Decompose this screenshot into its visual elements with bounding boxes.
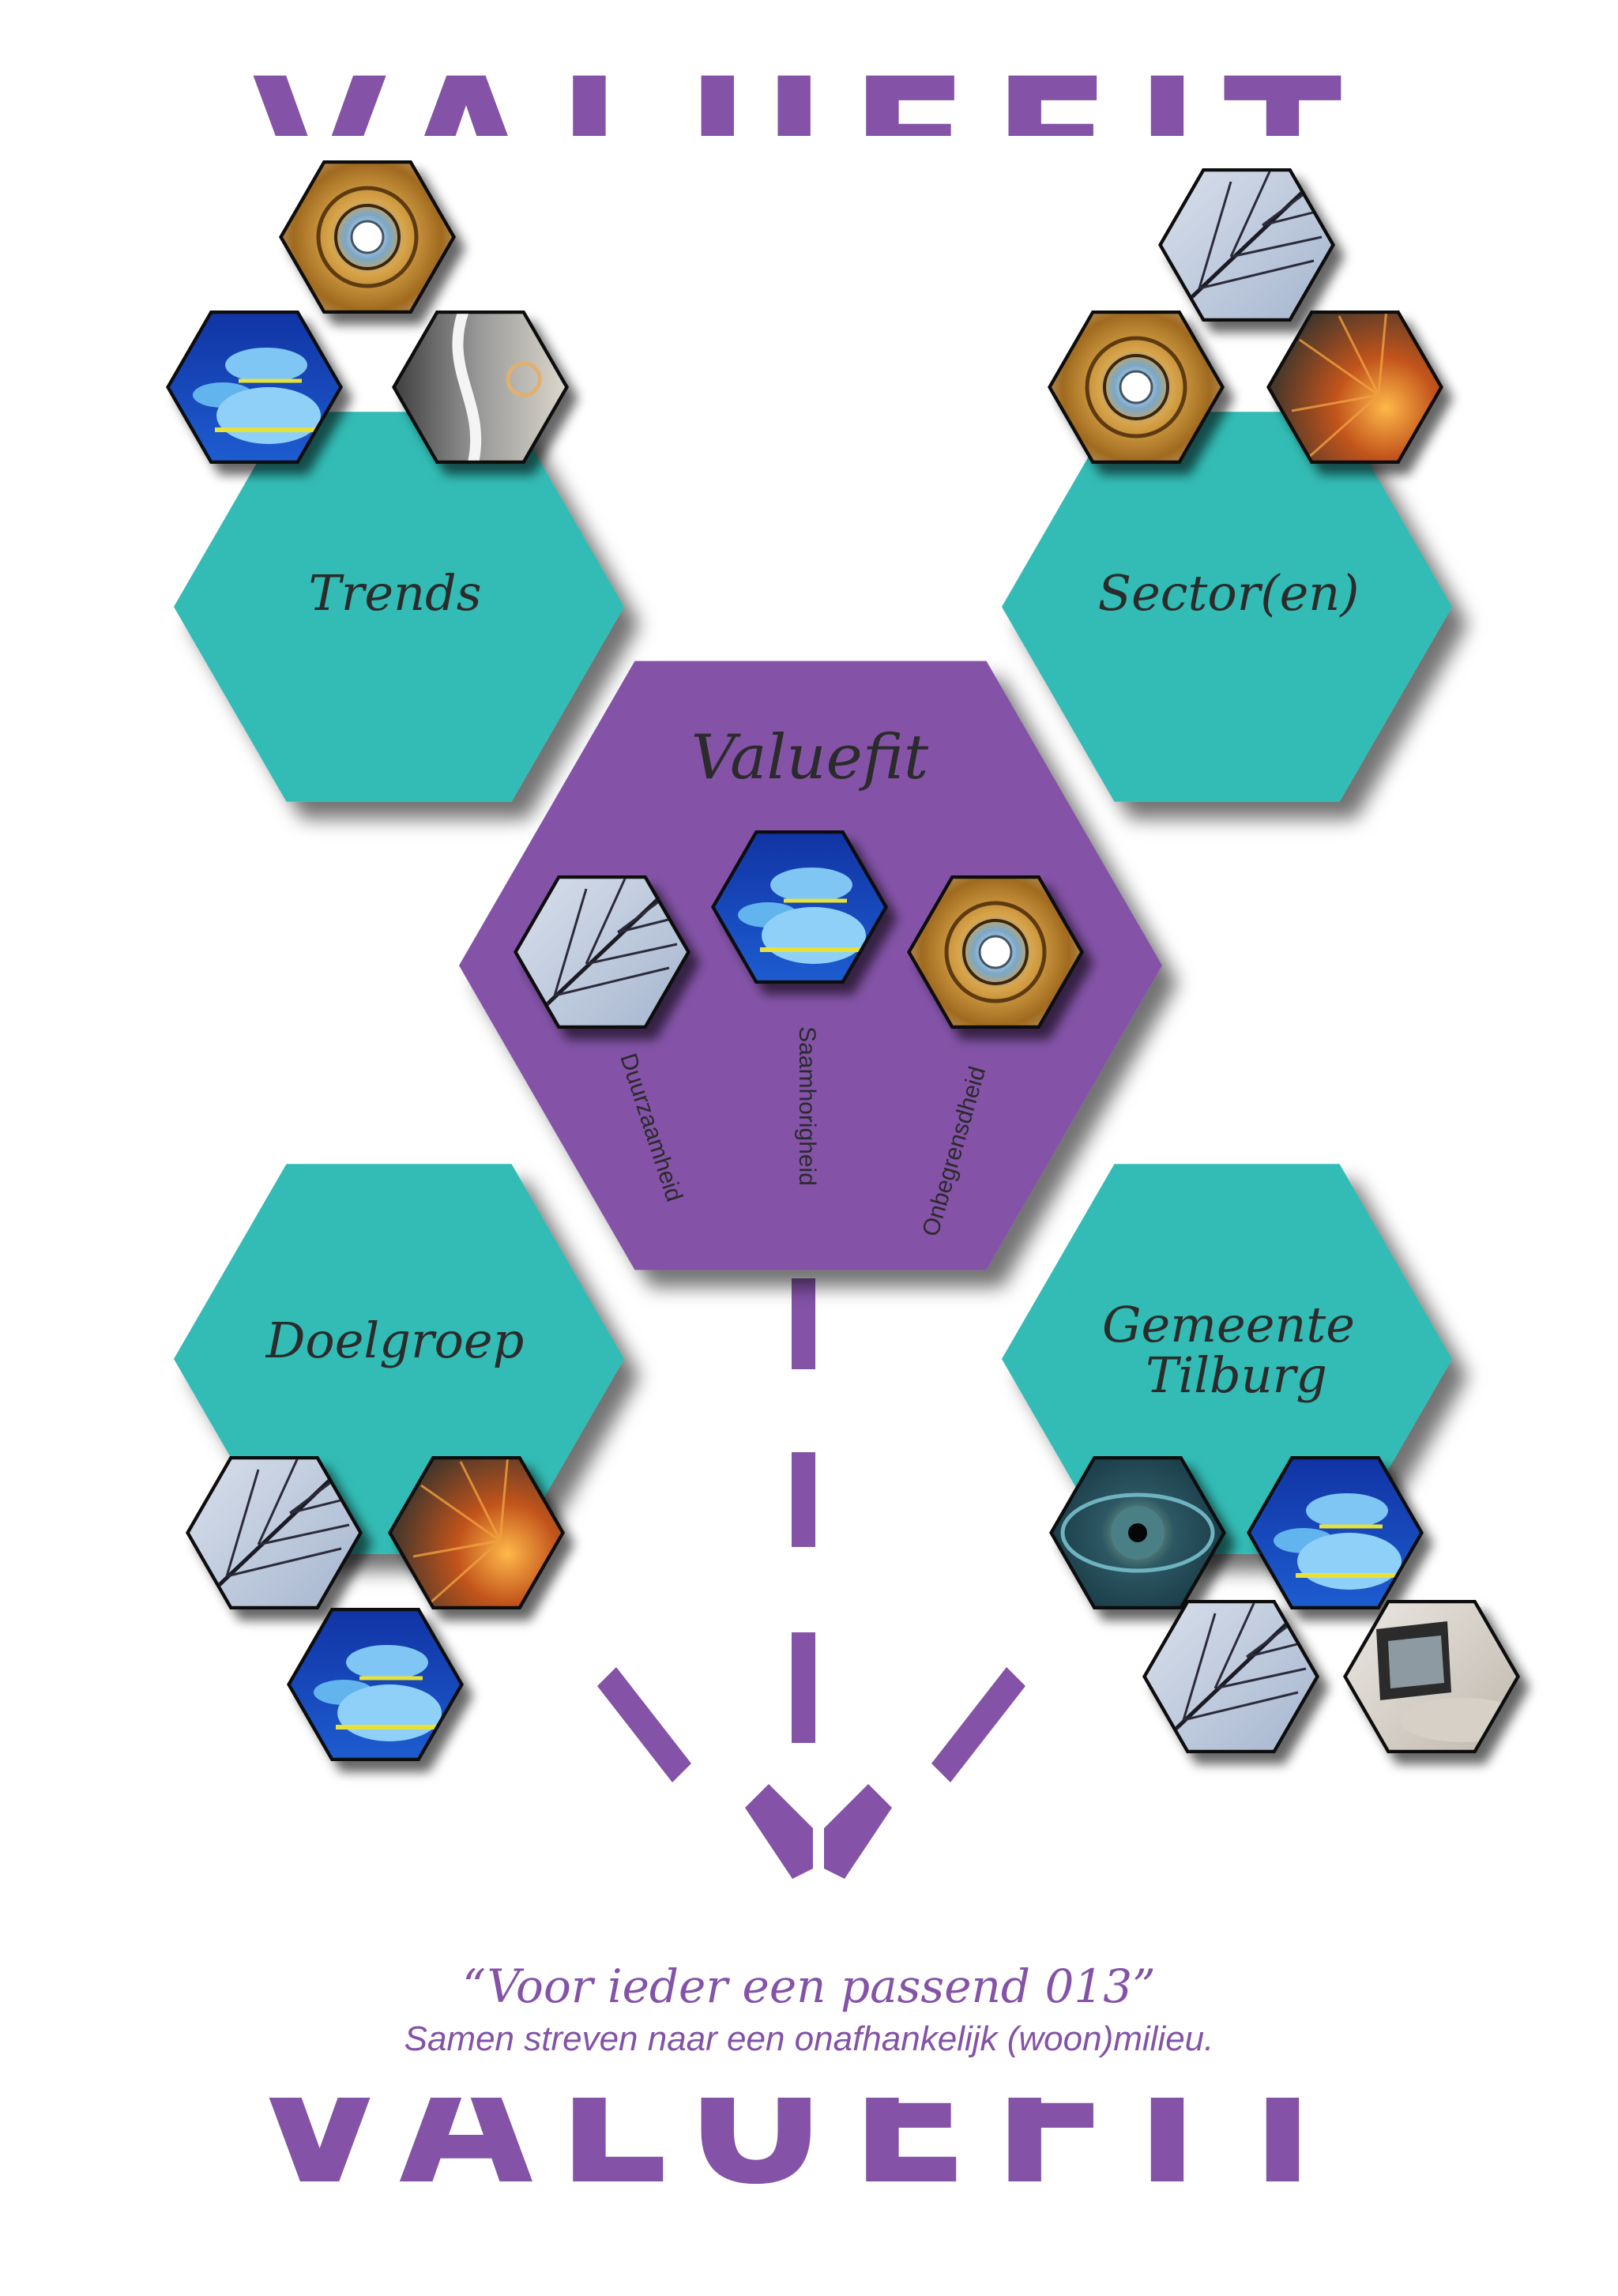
- hex-sector: [1002, 412, 1452, 802]
- hex-trends: [174, 412, 624, 802]
- photo-tile-gemeente-eye-icon: [1049, 1456, 1226, 1609]
- photo-tile-trends-staircase-icon: [279, 160, 456, 314]
- photo-tile-center-staircase-icon: [907, 875, 1084, 1029]
- poster-title-top: VALUEFIT: [0, 0, 1618, 136]
- photo-tile-sector-staircase-icon: [1048, 311, 1225, 464]
- label-trends: Trends: [308, 564, 481, 622]
- photo-tile-doelgroep-leaf-icon: [186, 1456, 363, 1609]
- photo-tile-center-leaf-icon: [514, 875, 690, 1029]
- label-sector: Sector(en): [1098, 564, 1360, 622]
- photo-tile-gemeente-leaf-icon: [1142, 1600, 1319, 1753]
- tagline-subtitle: Samen streven naar een onafhankelijk (wo…: [404, 2019, 1214, 2058]
- label-gemeente-line1: Gemeente: [1102, 1296, 1355, 1353]
- photo-tile-trends-light-icon: [392, 311, 569, 464]
- tagline-quote: “Voor ieder een passend 013”: [462, 1959, 1156, 2013]
- photo-tile-sector-flower-icon: [1266, 311, 1443, 464]
- dashed-arrow: [597, 1278, 1025, 1879]
- label-gemeente-line2: Tilburg: [1146, 1346, 1327, 1404]
- label-doelgroep: Doelgroep: [265, 1312, 525, 1369]
- photo-tile-gemeente-laptop-icon: [1343, 1600, 1520, 1753]
- photo-tile-doelgroep-flower-icon: [388, 1456, 565, 1609]
- photo-tile-doelgroep-fish-icon: [287, 1608, 464, 1761]
- photo-tile-center-fish-icon: [711, 830, 888, 984]
- photo-tile-trends-fish-icon: [166, 311, 343, 464]
- poster-title-bottom-text: VALUEFIT: [252, 2098, 1366, 2216]
- poster-title-top-text: VALUEFIT: [0, 55, 1618, 136]
- poster-title-bottom: VALUEFIT: [0, 2098, 1618, 2216]
- photo-tile-sector-leaf-icon: [1158, 168, 1335, 322]
- label-saamhorigheid: Saamhorigheid: [794, 1026, 820, 1186]
- label-valuefit: Valuefit: [691, 722, 929, 793]
- photo-tile-gemeente-fish-icon: [1247, 1456, 1424, 1609]
